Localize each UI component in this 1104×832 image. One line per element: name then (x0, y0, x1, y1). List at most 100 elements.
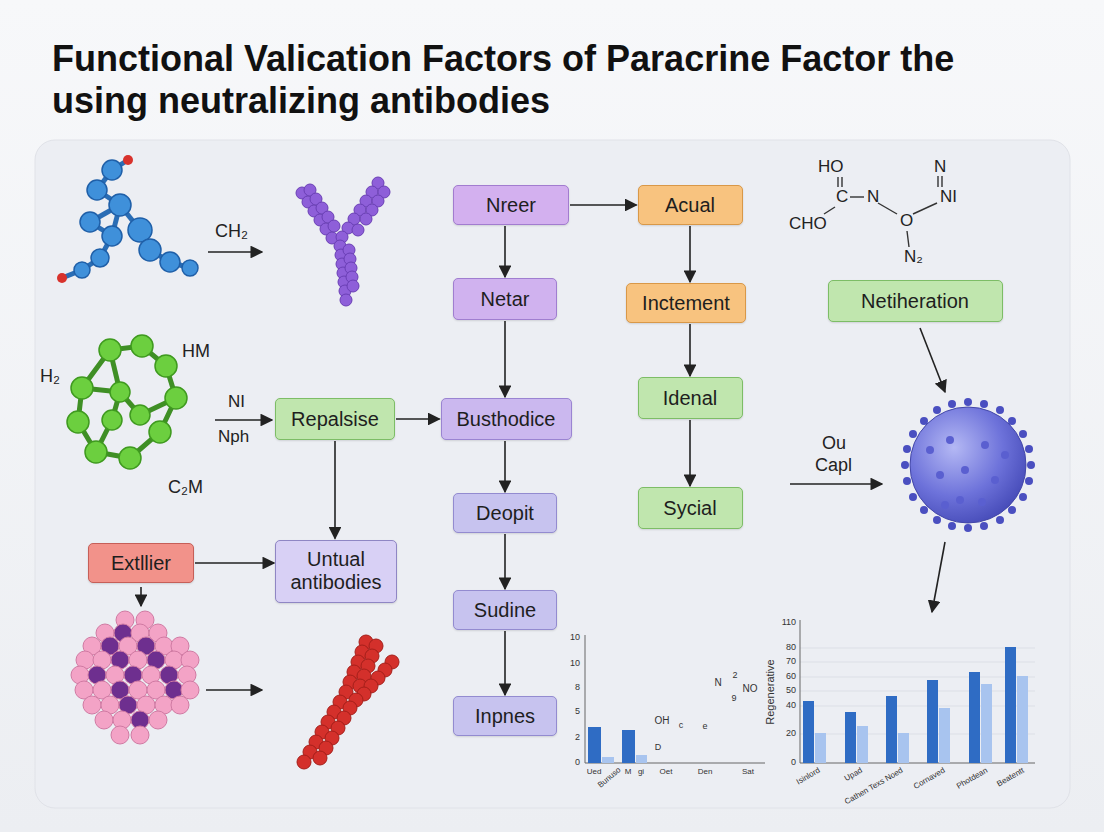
process-box: Netar (453, 278, 557, 320)
virus-particle (909, 493, 917, 501)
chem-label: CH₂ (215, 222, 248, 242)
tick-label: 20 (786, 729, 796, 739)
box-label: Netar (481, 288, 530, 311)
process-box: Sudine (453, 590, 557, 630)
virus-particle (901, 461, 909, 469)
virus-particle (991, 476, 999, 484)
bar-chart-large (800, 648, 1035, 734)
purple-antibody (296, 177, 390, 306)
chemical-bond (837, 177, 838, 187)
arrow-label: Capl (815, 456, 852, 476)
process-box: Nreer (453, 185, 569, 225)
chemical-bond (937, 176, 938, 187)
chem-label: HM (182, 342, 210, 362)
virus-particle (948, 400, 956, 408)
bar-chart-large (981, 684, 992, 763)
protein-cluster (171, 696, 189, 714)
green-molecule (165, 387, 187, 409)
chemical-bond (907, 231, 909, 247)
virus-particle (910, 407, 1026, 523)
chart-note: e (702, 722, 707, 732)
tick-label: 0 (575, 758, 580, 768)
virus-particle (964, 524, 972, 532)
illustration-arrow (215, 419, 272, 421)
box-label: Sudine (474, 599, 536, 622)
chem-label: CHO (789, 215, 827, 234)
tick-label: 0 (791, 758, 796, 768)
bar-chart-large (800, 648, 1035, 649)
blue-molecule (123, 155, 133, 165)
flow-arrow (570, 204, 637, 206)
chem-label: N (934, 158, 946, 177)
bar-chart-small (588, 727, 601, 763)
box-label: Inpnes (475, 705, 535, 728)
illustration-arrow (932, 542, 945, 612)
box-label: Acual (665, 194, 715, 217)
red-antibody (313, 751, 327, 765)
diagram-title: Functional Valication Factors of Paracri… (52, 38, 1052, 122)
virus-particle (1025, 477, 1033, 485)
green-molecule (67, 335, 187, 469)
bar-chart-large (800, 620, 1035, 763)
flow-arrow (689, 324, 691, 376)
virus-particle (978, 498, 986, 506)
process-box: Inctement (626, 283, 746, 323)
tick-label: 110 (782, 618, 796, 628)
tick-label: 60 (786, 672, 796, 682)
virus-particle (1019, 430, 1027, 438)
blue-molecule (91, 249, 109, 267)
bar-chart-small (585, 635, 765, 763)
virus-particle (1008, 506, 1016, 514)
illustration-arrow (790, 483, 882, 485)
axis-title: Regenerative (764, 659, 776, 724)
virus-particle (961, 466, 969, 474)
red-antibody (297, 755, 311, 769)
category-label: Den (698, 768, 713, 777)
red-antibody (297, 635, 399, 769)
virus-particle (964, 398, 972, 406)
box-label: Untual antibodies (290, 548, 382, 594)
tick-label: 80 (786, 643, 796, 653)
bar-chart-large (927, 680, 938, 763)
bar-chart-small (622, 730, 635, 763)
bar-chart-large (803, 701, 814, 763)
process-box: Acual (638, 185, 743, 225)
virus-particle (981, 441, 989, 449)
tick-label: 10 (570, 633, 580, 643)
green-molecule (67, 411, 89, 433)
bar-chart-large (800, 763, 1035, 764)
bar-chart-small (585, 635, 586, 763)
protein-cluster (95, 711, 113, 729)
flow-arrow (689, 226, 691, 282)
chart-note: N (714, 677, 721, 688)
illustration-arrow (208, 251, 262, 253)
background-panel (35, 140, 1070, 808)
bar-chart-large (815, 733, 826, 763)
category-label: Oet (660, 768, 673, 777)
chem-label: NI (228, 393, 245, 412)
purple-antibody (340, 294, 352, 306)
green-molecule (110, 382, 130, 402)
virus-particle (948, 522, 956, 530)
chart-note: OH (655, 715, 670, 726)
purple-antibody (328, 220, 340, 232)
chem-label: H₂ (40, 367, 60, 387)
blue-molecule (74, 160, 198, 278)
green-molecule (67, 335, 187, 469)
chemical-bond (824, 176, 942, 247)
bar-chart-small (602, 757, 614, 763)
chart-note: NO (743, 683, 758, 694)
bar-chart-large (898, 733, 909, 763)
process-box: Repalsise (275, 398, 395, 440)
virus-particle (903, 477, 911, 485)
flow-arrow (689, 420, 691, 486)
tick-label: 2 (575, 733, 580, 743)
virus-particle (1001, 451, 1009, 459)
green-molecule (119, 447, 141, 469)
tick-label: 40 (786, 701, 796, 711)
tick-label: 70 (786, 657, 796, 667)
virus-particle (909, 430, 917, 438)
bar-chart-large (800, 691, 1035, 692)
blue-molecule (109, 194, 131, 216)
chem-label: Nph (218, 428, 249, 447)
